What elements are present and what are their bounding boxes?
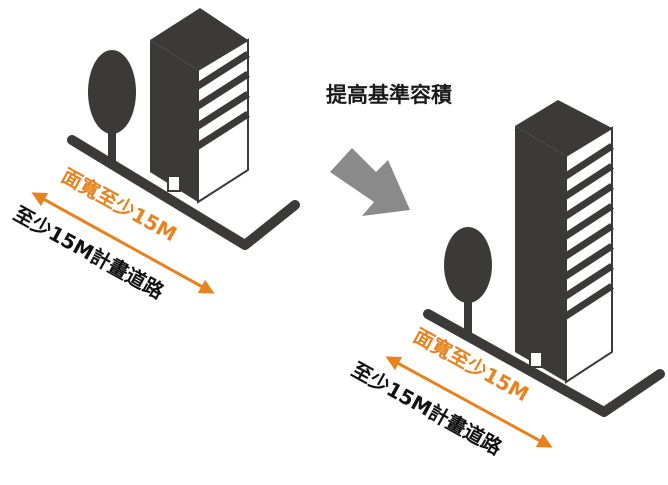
frontage-arrow-after [385,356,553,448]
tree-icon-after [444,227,492,336]
tree-icon-before [88,50,136,168]
diagram-title: 提高基準容積 [326,83,453,107]
frontage-arrow-before [31,192,215,294]
building-icon-after [515,100,614,384]
after-scene: 面寬至少15M 至少15M計畫道路 [348,100,665,460]
before-scene: 面寬至少15M 至少15M計畫道路 [10,8,300,304]
building-icon-before [150,8,250,204]
street-line-after [423,309,665,417]
transition-arrow-icon [330,148,410,216]
street-line-before [67,135,300,250]
